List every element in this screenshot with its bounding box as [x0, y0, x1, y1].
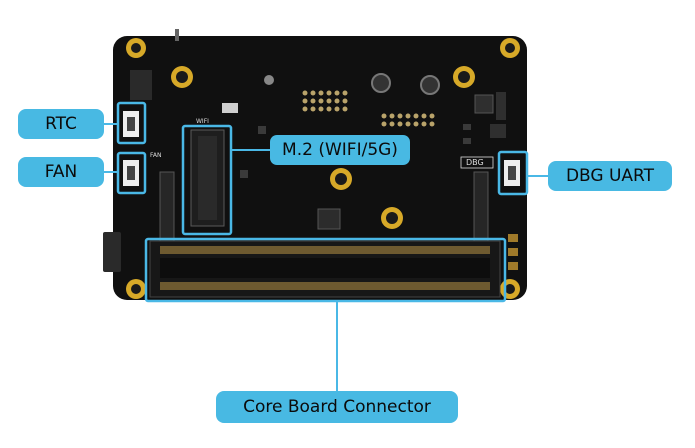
silk-wifi: WIFI — [196, 118, 209, 125]
gold-pads — [171, 66, 475, 229]
latch-left — [159, 171, 175, 243]
m2-slot: WIFI — [190, 118, 225, 227]
leader-lines — [104, 123, 548, 391]
m2-label: M.2 (WIFI/5G) — [270, 135, 410, 165]
core-board-connector-label: Core Board Connector — [216, 391, 458, 423]
rtc-label: RTC — [18, 109, 104, 139]
usb-port — [103, 232, 121, 272]
silk-dbg: DBG — [466, 158, 484, 167]
core-board-connector — [149, 240, 501, 298]
smd-components — [130, 70, 518, 270]
silk-fan: FAN — [150, 152, 162, 159]
highlights — [116, 101, 529, 303]
top-pin — [175, 29, 179, 41]
highlight-core — [144, 237, 507, 303]
highlight-m2 — [181, 124, 233, 236]
highlight-dbg — [497, 150, 529, 196]
latch-right — [473, 171, 489, 243]
dbg-uart-label: DBG UART — [548, 161, 672, 191]
fan-label: FAN — [18, 157, 104, 187]
bga-dots — [302, 90, 435, 127]
